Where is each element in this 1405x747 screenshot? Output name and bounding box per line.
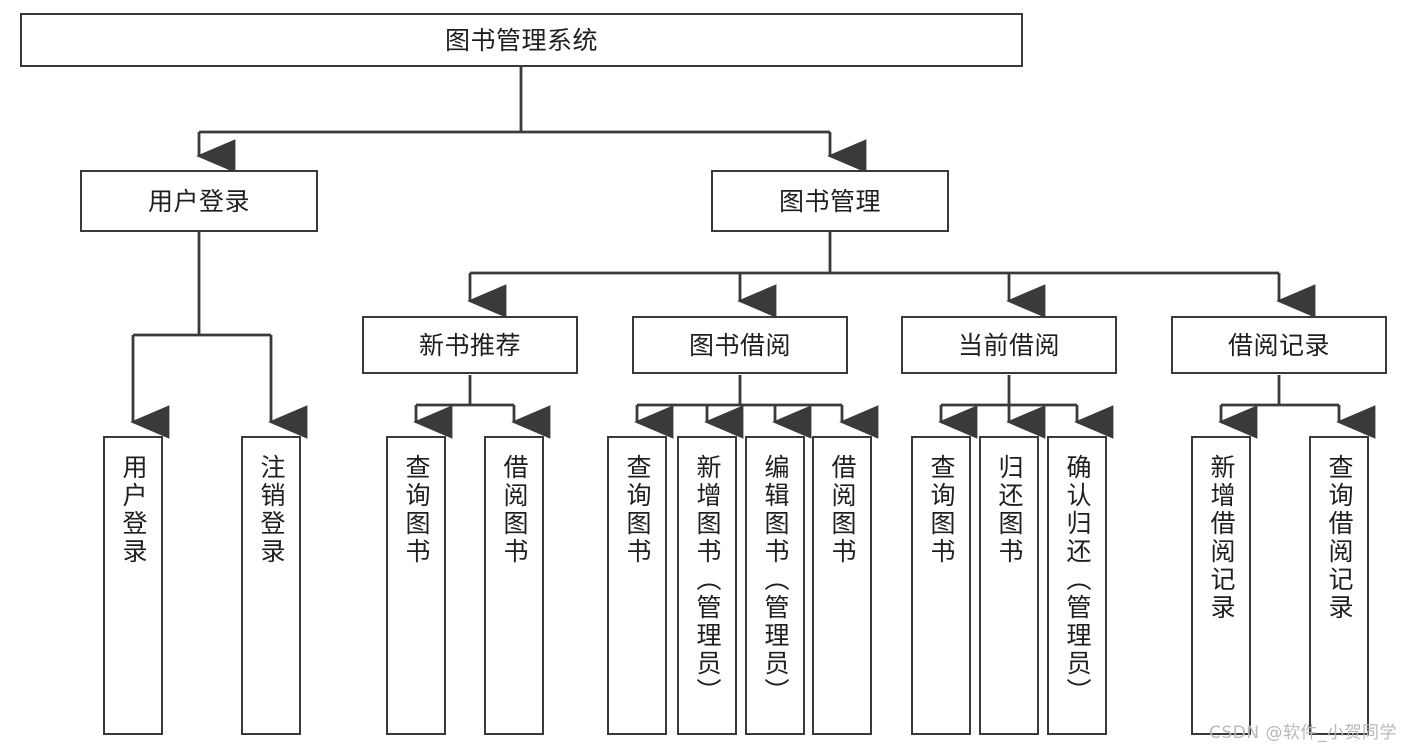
node-borrow-record[interactable]: 借阅记录 [1171,316,1387,374]
leaf-borrow-book-1[interactable]: 借阅图书 [484,436,544,735]
leaf-confirm-return-label: 确认归还（管理员） [1063,454,1092,706]
leaf-add-record-label: 新增借阅记录 [1207,454,1236,622]
leaf-borrow-book-1-label: 借阅图书 [500,454,529,566]
leaf-add-book[interactable]: 新增图书（管理员） [677,436,737,735]
leaf-query-record[interactable]: 查询借阅记录 [1309,436,1369,735]
node-new-book-recommend-label: 新书推荐 [418,330,521,360]
leaf-query-book-2[interactable]: 查询图书 [607,436,667,735]
leaf-query-book-1[interactable]: 查询图书 [386,436,446,735]
leaf-edit-book[interactable]: 编辑图书（管理员） [745,436,805,735]
leaf-add-book-label: 新增图书（管理员） [693,454,722,706]
leaf-query-record-label: 查询借阅记录 [1325,454,1354,622]
leaf-logout[interactable]: 注销登录 [241,436,301,735]
node-book-borrow-label: 图书借阅 [688,330,791,360]
node-borrow-record-label: 借阅记录 [1227,330,1330,360]
leaf-query-book-2-label: 查询图书 [623,454,652,566]
leaf-return-book[interactable]: 归还图书 [979,436,1039,735]
leaf-user-login[interactable]: 用户登录 [103,436,163,735]
node-book-manage-label: 图书管理 [778,186,881,216]
node-current-borrow-label: 当前借阅 [957,330,1060,360]
node-current-borrow[interactable]: 当前借阅 [901,316,1117,374]
node-user-login-label: 用户登录 [147,186,250,216]
leaf-confirm-return[interactable]: 确认归还（管理员） [1047,436,1107,735]
leaf-logout-label: 注销登录 [257,454,286,566]
leaf-borrow-book-2[interactable]: 借阅图书 [812,436,872,735]
node-book-manage[interactable]: 图书管理 [711,170,949,232]
node-book-borrow[interactable]: 图书借阅 [632,316,848,374]
node-new-book-recommend[interactable]: 新书推荐 [362,316,578,374]
node-root-label: 图书管理系统 [444,25,598,55]
leaf-user-login-label: 用户登录 [119,454,148,566]
node-root[interactable]: 图书管理系统 [20,13,1023,67]
leaf-add-record[interactable]: 新增借阅记录 [1191,436,1251,735]
leaf-query-book-1-label: 查询图书 [402,454,431,566]
leaf-query-book-3[interactable]: 查询图书 [911,436,971,735]
leaf-edit-book-label: 编辑图书（管理员） [761,454,790,706]
leaf-return-book-label: 归还图书 [995,454,1024,566]
leaf-query-book-3-label: 查询图书 [927,454,956,566]
node-user-login[interactable]: 用户登录 [80,170,318,232]
watermark: CSDN @软件_小贺同学 [1209,723,1397,743]
leaf-borrow-book-2-label: 借阅图书 [828,454,857,566]
